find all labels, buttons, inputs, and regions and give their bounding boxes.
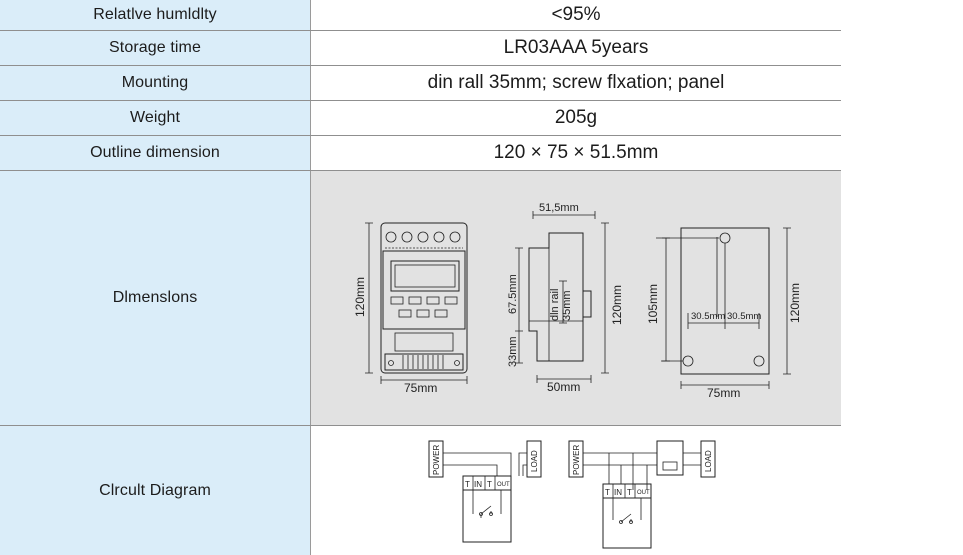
spec-label: Dlmenslons: [0, 171, 311, 425]
dimensions-drawing: 120mm 75mm 51,5mm 67.5mm 33mm: [353, 202, 802, 400]
terminal-in-2: IN: [614, 488, 622, 497]
spec-value: 205g: [554, 107, 598, 128]
spec-row-circuit: Clrcult Diagram POWER LOAD T IN T OUT: [0, 426, 841, 555]
side-lower-label: 33mm: [507, 336, 519, 367]
spec-label: Clrcult Diagram: [0, 426, 311, 555]
front-width-label: 75mm: [404, 381, 437, 395]
spec-value: LR03AAA 5years: [503, 37, 649, 58]
circuit-contactor: POWER LOAD T IN T OUT: [568, 440, 716, 549]
spec-label: Outline dimension: [0, 136, 311, 170]
row-divider: [0, 100, 841, 101]
spec-value: 120 × 75 × 51.5mm: [493, 142, 659, 163]
terminal-t1-2: T: [605, 488, 610, 497]
row-divider: [0, 65, 841, 66]
side-depth-label: 51,5mm: [539, 202, 579, 214]
row-divider: [0, 135, 841, 136]
power-label: POWER: [432, 445, 441, 475]
spec-row-outline: Outline dimension 120 × 75 × 51.5mm: [0, 136, 841, 170]
terminal-out: OUT: [497, 482, 510, 488]
spec-value: <95%: [551, 4, 601, 25]
terminal-t1: T: [465, 480, 470, 489]
spec-row-mounting: Mounting din rall 35mm; screw flxation; …: [0, 66, 841, 100]
spec-row-humidity: Relatlve humldlty <95%: [0, 0, 841, 30]
side-upper-label: 67.5mm: [507, 274, 519, 314]
terminal-t2: T: [487, 480, 492, 489]
back-width-label: 75mm: [707, 386, 740, 400]
din-rail-size-label: 35mm: [561, 290, 573, 321]
back-hole-right-label: 30.5mm: [727, 311, 761, 322]
side-view: 51,5mm 67.5mm 33mm dln rail 35mm 120mm 5…: [507, 202, 624, 394]
spec-label: Weight: [0, 101, 311, 135]
circuit-drawing-cell: POWER LOAD T IN T OUT: [311, 426, 841, 555]
circuit-direct: POWER LOAD T IN T OUT: [428, 440, 542, 543]
din-rail-label: dln rail: [549, 289, 561, 321]
row-divider: [0, 170, 841, 171]
spec-label: Storage time: [0, 31, 311, 65]
back-view: 105mm 30.5mm 30.5mm 120mm 75mm: [646, 227, 802, 400]
load-label-2: LOAD: [704, 450, 713, 472]
back-hole-left-label: 30.5mm: [691, 311, 725, 322]
back-hole-spacing-label: 105mm: [646, 284, 660, 324]
terminal-in: IN: [474, 480, 482, 489]
back-height-label: 120mm: [788, 283, 802, 323]
row-divider: [0, 425, 841, 426]
terminal-t2-2: T: [627, 488, 632, 497]
spec-label: Relatlve humldlty: [0, 0, 311, 30]
load-label: LOAD: [530, 450, 539, 472]
dimensions-drawing-cell: 120mm 75mm 51,5mm 67.5mm 33mm: [311, 171, 841, 425]
power-label-2: POWER: [572, 445, 581, 475]
side-base-label: 50mm: [547, 380, 580, 394]
spec-row-weight: Weight 205g: [0, 101, 841, 135]
side-height-label: 120mm: [610, 285, 624, 325]
spec-row-dimensions: Dlmenslons: [0, 171, 841, 425]
spec-row-storage: Storage time LR03AAA 5years: [0, 31, 841, 65]
front-view: 120mm 75mm: [353, 222, 468, 395]
spec-value: din rall 35mm; screw flxation; panel: [427, 72, 725, 93]
front-height-label: 120mm: [353, 277, 367, 317]
spec-label: Mounting: [0, 66, 311, 100]
terminal-out-2: OUT: [637, 490, 650, 496]
row-divider: [0, 30, 841, 31]
circuit-diagram: POWER LOAD T IN T OUT: [428, 440, 716, 549]
